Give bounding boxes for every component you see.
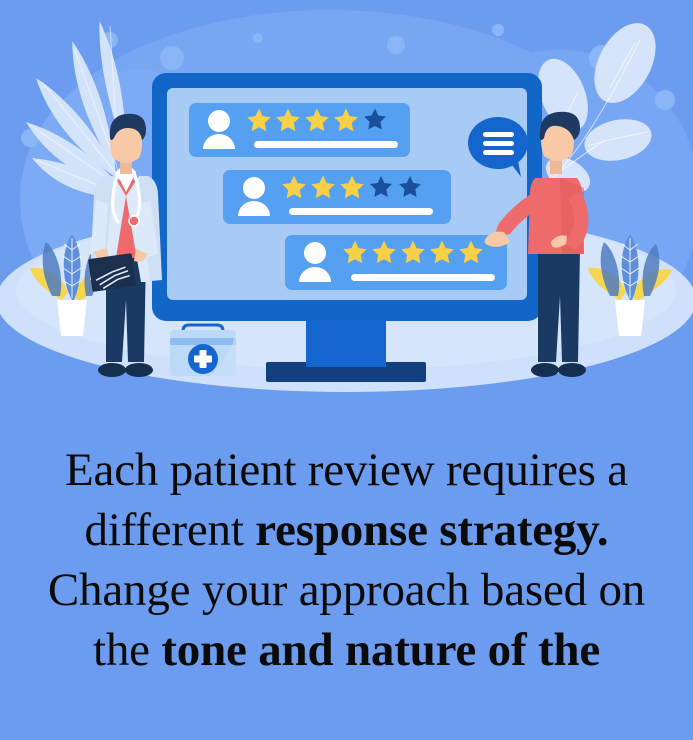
- star-filled-1: [343, 240, 367, 264]
- review-text-bar: [351, 274, 495, 281]
- star-filled-2: [311, 175, 335, 199]
- rating-stars[interactable]: [343, 240, 483, 264]
- star-filled-1: [282, 175, 306, 199]
- caption-line-3: Change your approach based on: [0, 560, 693, 620]
- first-aid-kit: [170, 323, 236, 376]
- star-filled-3: [305, 108, 329, 132]
- star-filled-2: [276, 108, 300, 132]
- user-avatar-icon: [299, 242, 331, 282]
- potted-plant-right: [588, 234, 672, 336]
- caption-line-1-regular: Each patient review requires a: [65, 444, 628, 496]
- star-filled-5: [459, 240, 483, 264]
- star-filled-3: [340, 175, 364, 199]
- caption-line-3-regular: Change your approach based on: [47, 564, 646, 616]
- caption-line-2: different response strategy.: [0, 500, 693, 560]
- caption-line-4-bold: tone and nature of the: [161, 624, 600, 676]
- potted-plant-left: [30, 234, 114, 336]
- patient-review-illustration: [0, 10, 693, 392]
- review-text-bar: [289, 208, 433, 215]
- xray-film-icon: [88, 253, 136, 292]
- review-card-3[interactable]: [285, 235, 507, 290]
- caption-line-4-regular: the: [92, 624, 162, 676]
- star-filled-4: [334, 108, 358, 132]
- review-card-1[interactable]: [189, 103, 410, 157]
- user-avatar-icon: [238, 177, 270, 216]
- stethoscope-icon: [111, 170, 142, 224]
- star-filled-3: [401, 240, 425, 264]
- doctor-figure: [88, 113, 162, 377]
- rating-stars[interactable]: [247, 108, 386, 132]
- caption-line-2-bold: response strategy.: [255, 504, 609, 556]
- patient-figure: [484, 111, 589, 377]
- user-avatar-icon: [203, 110, 235, 149]
- review-monitor[interactable]: [152, 73, 542, 382]
- star-filled-4: [430, 240, 454, 264]
- star-filled-2: [372, 240, 396, 264]
- rating-stars[interactable]: [282, 175, 421, 199]
- hero-illustration: [0, 10, 693, 392]
- review-text-bar: [254, 141, 398, 148]
- medical-cross-icon: [194, 350, 212, 368]
- star-filled-1: [247, 108, 271, 132]
- review-card-2[interactable]: [223, 170, 451, 224]
- chat-bubble-icon[interactable]: [468, 117, 528, 177]
- star-empty-5: [364, 108, 386, 130]
- monitor-stand: [306, 315, 386, 367]
- star-empty-5: [399, 176, 421, 197]
- caption-line-4: the tone and nature of the: [0, 620, 693, 680]
- caption-line-1: Each patient review requires a: [0, 440, 693, 500]
- star-empty-4: [370, 176, 392, 197]
- caption-line-2-regular: different: [84, 504, 256, 556]
- caption-text: Each patient review requires a different…: [0, 440, 693, 680]
